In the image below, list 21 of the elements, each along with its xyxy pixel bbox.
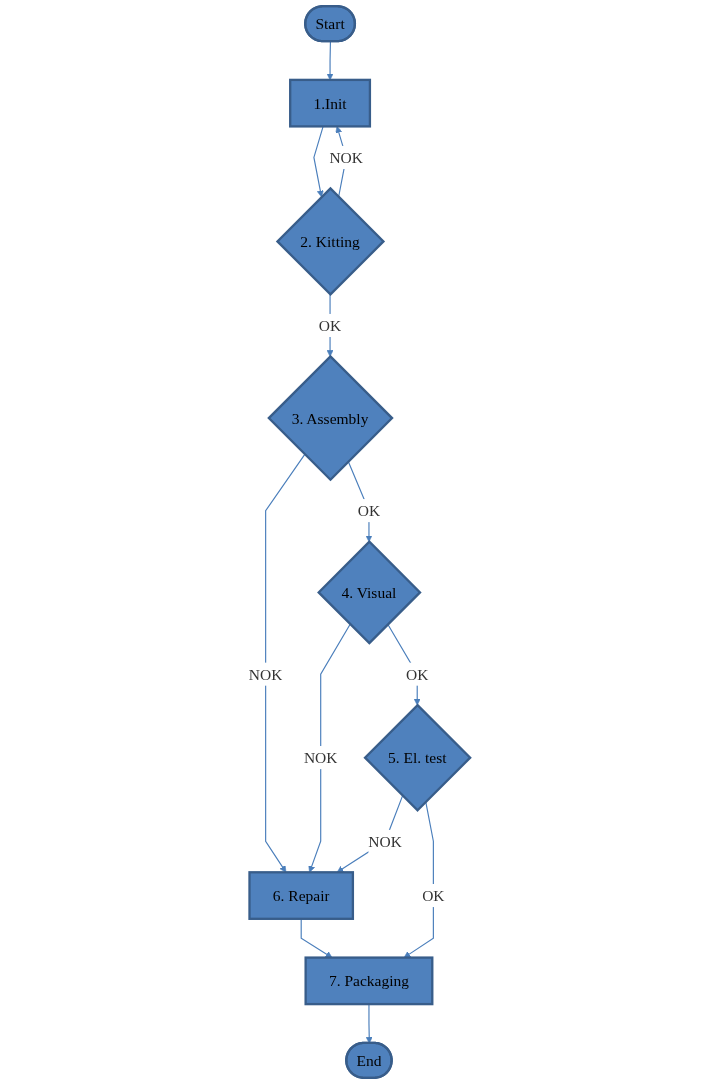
edge-label: NOK [329, 148, 364, 166]
node-diamond: 3. Assembly [267, 354, 394, 482]
edge-label: OK [357, 502, 381, 520]
node-diamond: 4. Visual [317, 540, 422, 645]
arrow [265, 453, 306, 873]
edge-label: NOK [248, 665, 283, 683]
edge-label: OK [318, 316, 342, 334]
edge-label: NOK [303, 749, 338, 767]
arrow [336, 795, 404, 873]
node-box: 6. Repair [248, 871, 355, 920]
node-diamond: 2. Kitting [275, 186, 386, 297]
arrow [326, 293, 334, 357]
edge-label: OK [422, 887, 445, 905]
arrow [403, 801, 434, 958]
node-box: 1.Init [289, 78, 372, 128]
edge-label: OK [406, 665, 429, 683]
arrow [308, 623, 351, 873]
edge-label: NOK [368, 832, 402, 850]
node-box: 7. Packaging [304, 956, 434, 1006]
node-diamond: 5. El. test [363, 703, 472, 812]
arrow [300, 918, 333, 958]
